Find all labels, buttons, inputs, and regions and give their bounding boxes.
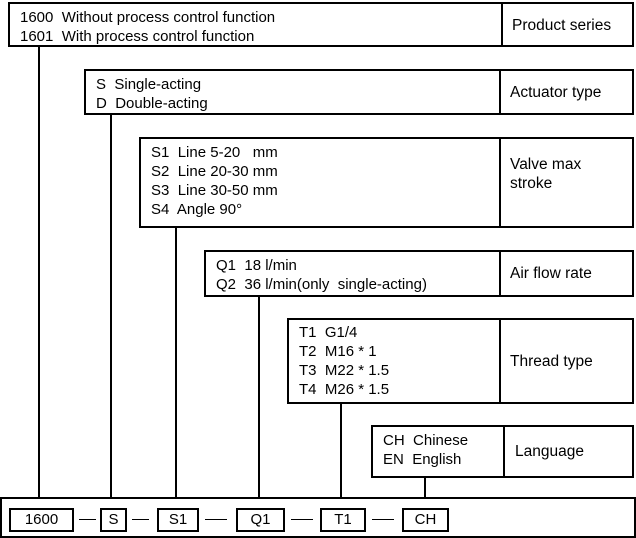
- thread-type-box: T1 G1/4 T2 M16 * 1 T3 M22 * 1.5 T4 M26 *…: [287, 318, 634, 404]
- language-divider: [503, 427, 505, 476]
- code-part-valve-max-stroke: S1: [157, 508, 199, 532]
- product-series-label: Product series: [512, 17, 612, 34]
- option-s2: S2 Line 20-30 mm: [151, 163, 278, 180]
- option-t1: T1 G1/4: [299, 324, 358, 341]
- option-1600: 1600 Without process control function: [20, 9, 276, 26]
- thread-type-divider: [499, 320, 501, 402]
- code-part-language: CH: [402, 508, 449, 532]
- code-separator-1: [79, 519, 96, 520]
- option-s4: S4 Angle 90°: [151, 201, 243, 218]
- code-separator-5: [372, 519, 394, 520]
- option-s1: S1 Line 5-20 mm: [151, 144, 278, 161]
- valve-max-stroke-label-line2: stroke: [510, 175, 553, 192]
- valve-max-stroke-box: S1 Line 5-20 mm S2 Line 20-30 mm S3 Line…: [139, 137, 634, 228]
- actuator-type-options: S Single-acting D Double-acting: [96, 75, 208, 113]
- code-separator-4: [291, 519, 313, 520]
- thread-type-label: Thread type: [510, 353, 593, 370]
- option-en: EN English: [383, 451, 462, 468]
- code-part-air-flow-rate: Q1: [236, 508, 285, 532]
- air-flow-rate-options: Q1 18 l/min Q2 36 l/min(only single-acti…: [216, 256, 427, 294]
- language-label: Language: [515, 443, 584, 460]
- product-series-box: 1600 Without process control function 16…: [8, 2, 634, 47]
- option-t3: T3 M22 * 1.5: [299, 362, 390, 379]
- valve-max-stroke-options: S1 Line 5-20 mm S2 Line 20-30 mm S3 Line…: [151, 143, 278, 219]
- option-t2: T2 M16 * 1: [299, 343, 377, 360]
- actuator-type-label: Actuator type: [510, 84, 602, 101]
- option-t4: T4 M26 * 1.5: [299, 381, 390, 398]
- connector-air-flow-rate: [258, 296, 260, 498]
- valve-max-stroke-label-line1: Valve max: [510, 156, 582, 173]
- connector-valve-max-stroke: [175, 227, 177, 498]
- option-s3: S3 Line 30-50 mm: [151, 182, 278, 199]
- order-code-bar: 1600 S S1 Q1 T1 CH: [0, 497, 636, 538]
- air-flow-rate-box: Q1 18 l/min Q2 36 l/min(only single-acti…: [204, 250, 634, 297]
- connector-product-series: [38, 46, 40, 498]
- connector-actuator-type: [110, 114, 112, 498]
- air-flow-rate-divider: [499, 252, 501, 295]
- code-part-product-series: 1600: [9, 508, 74, 532]
- valve-max-stroke-divider: [499, 139, 501, 226]
- valve-max-stroke-label: Valve max stroke: [510, 155, 581, 193]
- option-1601: 1601 With process control function: [20, 28, 255, 45]
- actuator-type-divider: [499, 71, 501, 113]
- option-d: D Double-acting: [96, 95, 208, 112]
- language-box: CH Chinese EN English Language: [371, 425, 634, 478]
- code-separator-2: [132, 519, 149, 520]
- language-options: CH Chinese EN English: [383, 431, 468, 469]
- option-s: S Single-acting: [96, 76, 202, 93]
- connector-thread-type: [340, 403, 342, 498]
- code-separator-3: [205, 519, 227, 520]
- thread-type-options: T1 G1/4 T2 M16 * 1 T3 M22 * 1.5 T4 M26 *…: [299, 323, 389, 399]
- code-part-actuator-type: S: [100, 508, 127, 532]
- option-q2: Q2 36 l/min(only single-acting): [216, 276, 427, 293]
- connector-language: [424, 477, 426, 498]
- actuator-type-box: S Single-acting D Double-acting Actuator…: [84, 69, 634, 115]
- option-q1: Q1 18 l/min: [216, 257, 297, 274]
- code-part-thread-type: T1: [320, 508, 366, 532]
- product-series-options: 1600 Without process control function 16…: [20, 8, 275, 46]
- air-flow-rate-label: Air flow rate: [510, 265, 592, 282]
- product-series-divider: [501, 4, 503, 45]
- option-ch: CH Chinese: [383, 432, 469, 449]
